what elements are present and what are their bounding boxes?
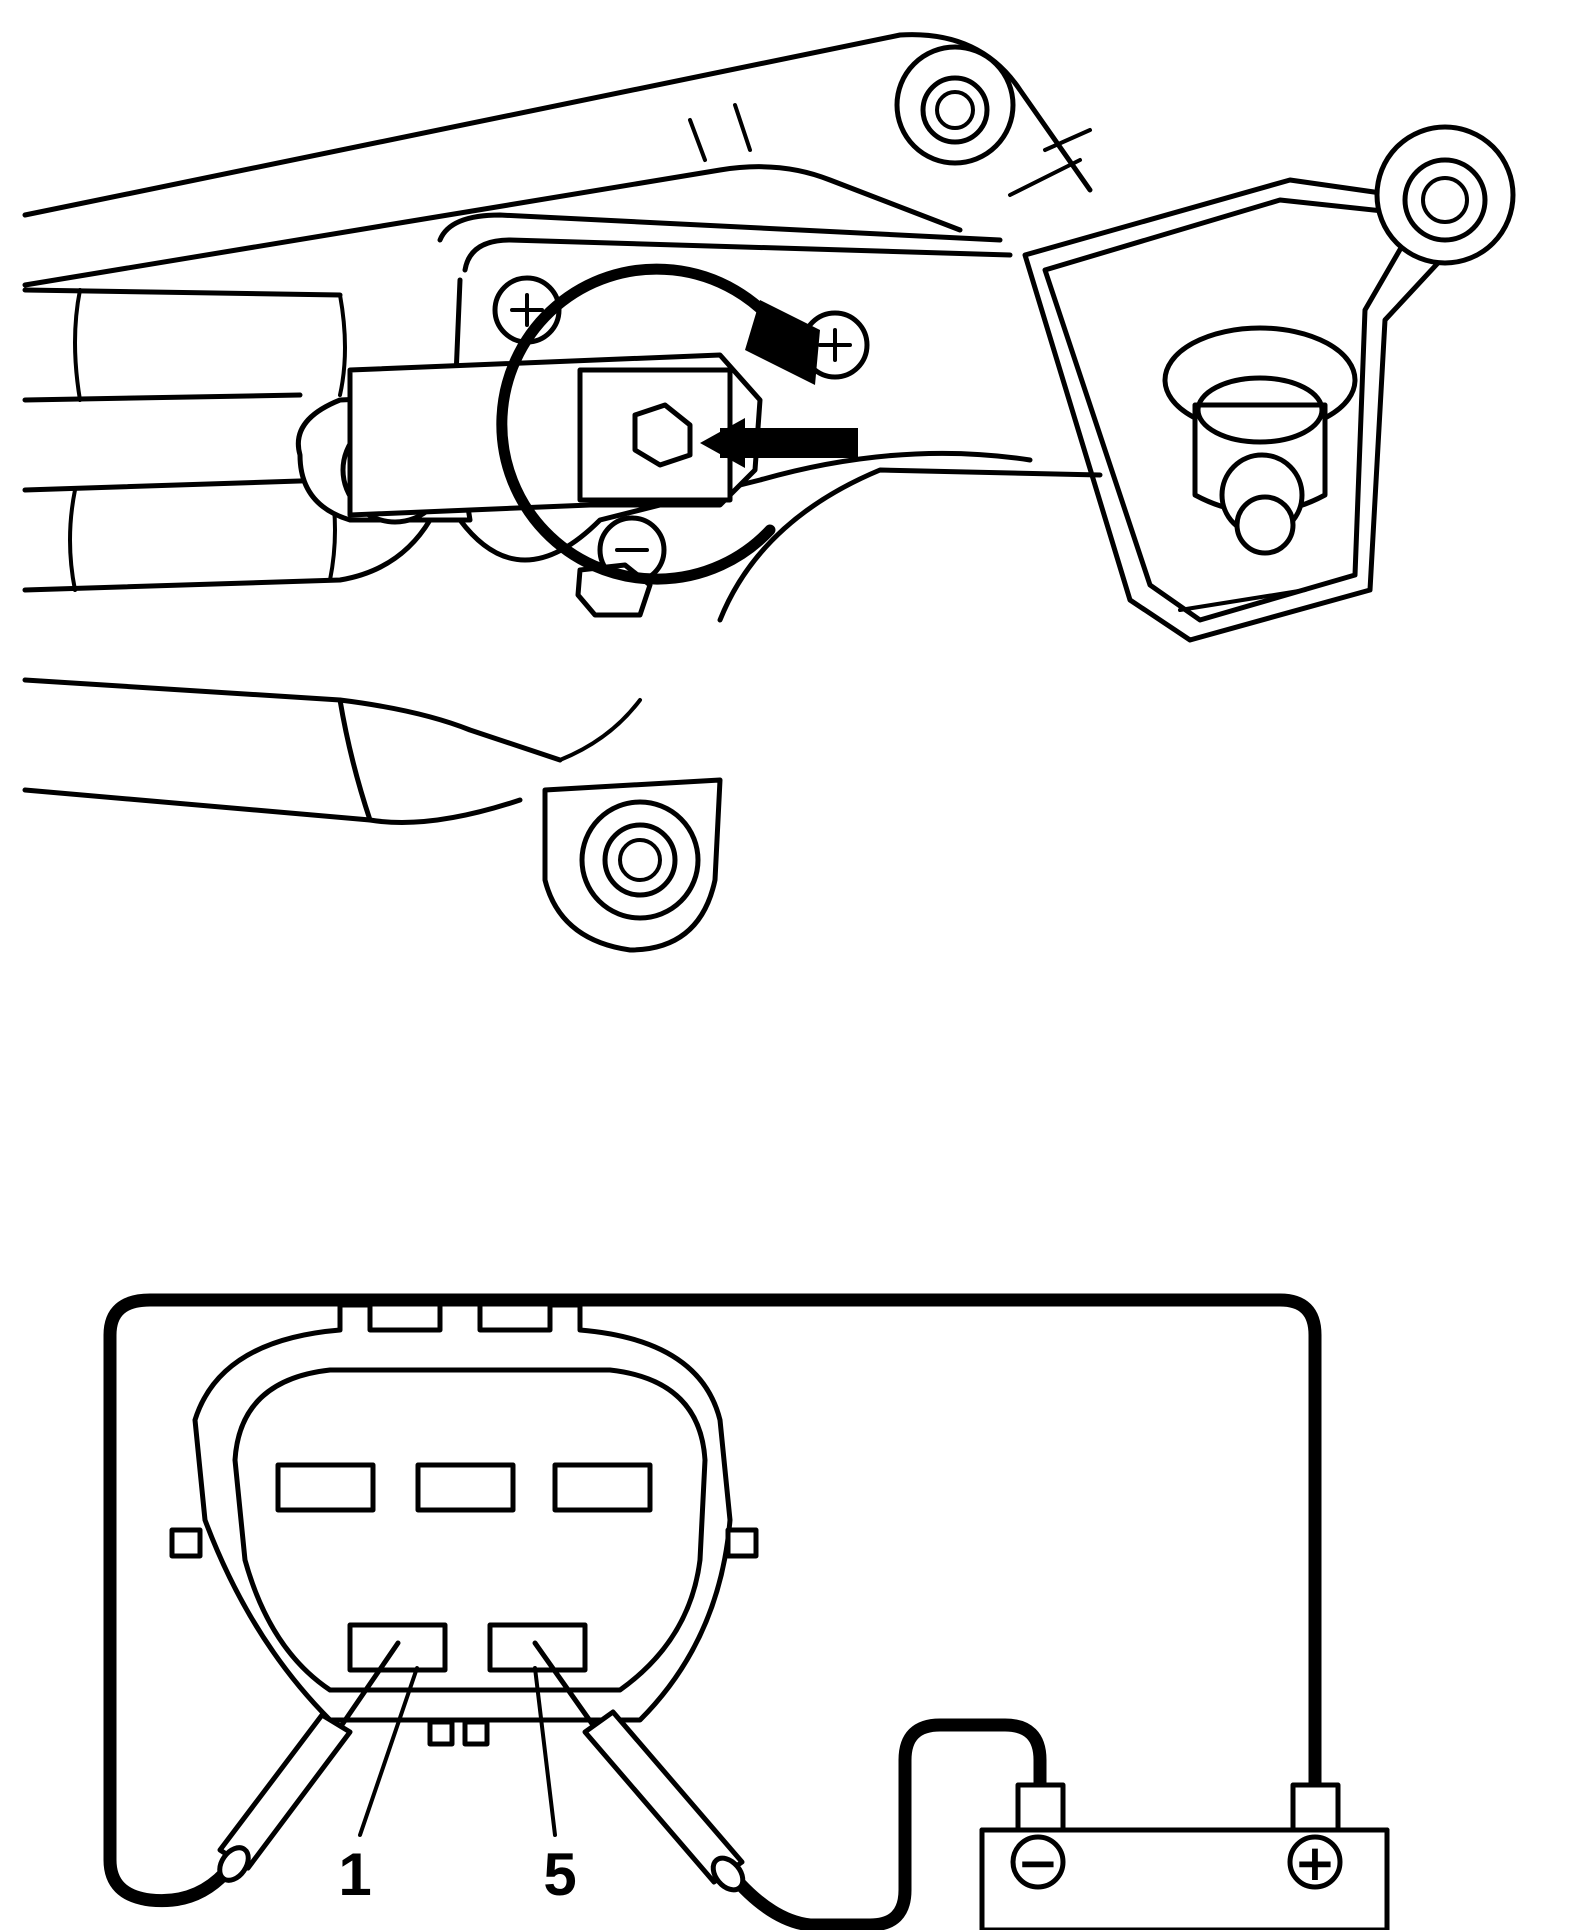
battery-negative-terminal bbox=[1015, 1782, 1066, 1833]
motor-crank-arm bbox=[347, 352, 763, 518]
terminal-slot bbox=[415, 1462, 516, 1513]
lower-linkage-arm bbox=[22, 677, 642, 825]
terminal-slot bbox=[275, 1462, 376, 1513]
pin-label-1: 1 bbox=[338, 1841, 371, 1908]
motor-test-circuit: − + 1 5 bbox=[103, 1293, 1390, 1930]
crank-nut-icon bbox=[632, 402, 693, 468]
plus-icon bbox=[1287, 1834, 1343, 1890]
leader-line-pin-1 bbox=[358, 1666, 419, 1837]
terminal-slot bbox=[552, 1462, 653, 1513]
pin-label-5: 5 bbox=[543, 1841, 576, 1908]
battery-positive-symbol: + bbox=[1294, 1834, 1336, 1892]
battery-negative-symbol: − bbox=[1017, 1834, 1059, 1892]
test-probe-right bbox=[532, 1640, 746, 1893]
motor-connector bbox=[169, 1300, 759, 1747]
battery: − + bbox=[979, 1782, 1390, 1930]
curved-arrow-icon bbox=[496, 263, 820, 585]
pivot-bushing-top bbox=[894, 44, 1016, 166]
pivot-bushing-right bbox=[1374, 124, 1516, 266]
arrow-left-icon bbox=[700, 418, 858, 468]
upper-linkage-arm bbox=[22, 32, 1093, 288]
jumper-wires bbox=[103, 1293, 1322, 1930]
minus-icon bbox=[1010, 1834, 1066, 1890]
pivot-bushing-bottom bbox=[542, 777, 723, 953]
leader-line-pin-5 bbox=[533, 1666, 557, 1837]
battery-positive-terminal bbox=[1290, 1782, 1341, 1833]
wiper-linkage-assembly bbox=[22, 32, 1516, 953]
test-probe-left bbox=[217, 1640, 401, 1883]
wiper-spindle bbox=[1162, 325, 1358, 556]
drive-link-rods bbox=[22, 287, 433, 593]
